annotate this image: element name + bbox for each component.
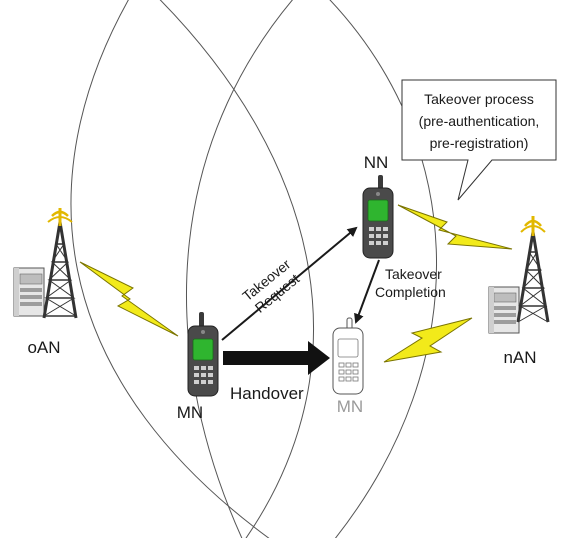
coverage-arc-right-outer xyxy=(329,0,438,538)
nan-tower-icon xyxy=(516,216,550,323)
coverage-arc-left-outer xyxy=(70,0,270,538)
coverage-arc-left-inner xyxy=(159,0,315,538)
callout-box xyxy=(401,79,557,201)
nn-phone-icon xyxy=(362,175,394,259)
oan-label: oAN xyxy=(27,338,60,357)
oan-server-icon xyxy=(13,267,45,317)
oan-tower-icon xyxy=(42,208,78,319)
takeover-completion-line1: Takeover xyxy=(385,266,442,282)
nan-server-icon xyxy=(488,286,520,334)
takeover-completion-arrow xyxy=(354,259,380,324)
mn-new-label: MN xyxy=(337,397,363,416)
callout-line1: Takeover process xyxy=(424,91,534,107)
coverage-arc-right-inner xyxy=(186,0,294,538)
mn-label: MN xyxy=(177,403,203,422)
takeover-request-label: Takeover Request xyxy=(239,256,302,316)
callout-line2: (pre-authentication, xyxy=(419,113,540,129)
mn-ghost-phone-icon xyxy=(332,317,364,395)
nan-mn-lightning-icon xyxy=(383,317,473,363)
takeover-process-callout: Takeover process (pre-authentication, pr… xyxy=(401,79,557,201)
mn-phone-icon xyxy=(187,312,219,397)
handover-arrow xyxy=(223,341,330,375)
oan-mn-lightning-icon xyxy=(79,261,179,337)
nn-nan-lightning-icon xyxy=(397,204,513,250)
handover-label: Handover xyxy=(230,384,304,403)
takeover-completion-line2: Completion xyxy=(375,284,446,300)
nan-label: nAN xyxy=(503,348,536,367)
callout-line3: pre-registration) xyxy=(430,135,529,151)
coverage-arcs xyxy=(70,0,438,538)
nn-label: NN xyxy=(364,153,389,172)
takeover-request-arrow xyxy=(221,226,358,341)
